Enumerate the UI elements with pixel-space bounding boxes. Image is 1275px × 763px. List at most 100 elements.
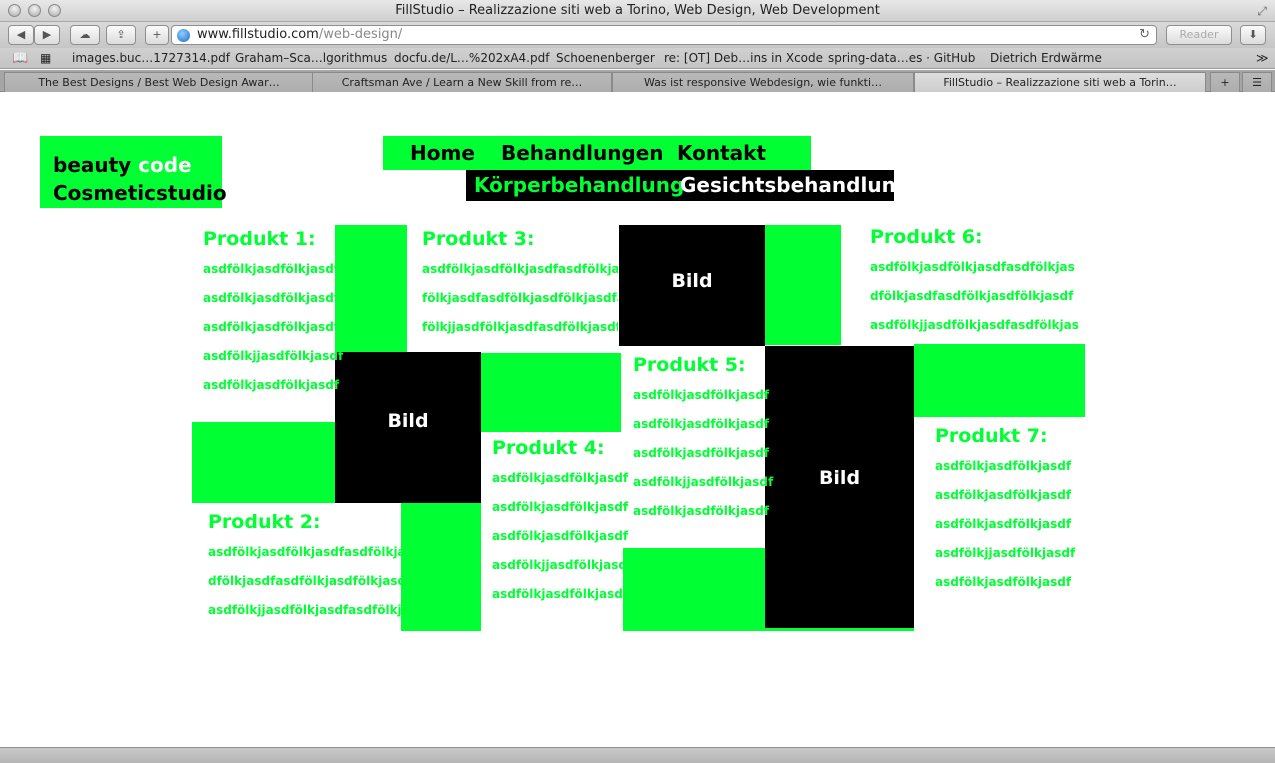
- product-line: asdfölkjasdfölkjasdf: [633, 417, 770, 431]
- more-bookmarks-icon[interactable]: ≫: [1256, 51, 1269, 65]
- product-title: Produkt 4:: [492, 437, 605, 459]
- product-line: asdfölkjasdfölkjasdf: [935, 575, 1072, 589]
- product-line: asdfölkjasdfölkjasdf: [203, 262, 340, 276]
- product-line: asdfölkjasdfölkjasdf: [492, 529, 629, 543]
- product-line: asdfölkjasdfölkjasdf: [633, 504, 770, 518]
- product-title: Produkt 5:: [633, 354, 746, 376]
- forward-arrow-icon: ▶: [42, 28, 52, 41]
- status-bar: [0, 747, 1275, 763]
- back-arrow-icon: ◀: [16, 28, 26, 41]
- product-title: Produkt 3:: [422, 228, 535, 250]
- share-button[interactable]: ⇪: [106, 25, 136, 45]
- plus-icon: +: [1220, 76, 1230, 89]
- decor-block: [623, 548, 765, 631]
- top-sites-icon[interactable]: ▦: [40, 51, 52, 65]
- product-card-5[interactable]: Produkt 5: asdfölkjasdfölkjasdf asdfölkj…: [633, 354, 773, 518]
- decor-block: [481, 353, 621, 432]
- downloads-button[interactable]: ⬇: [1240, 25, 1266, 45]
- share-icon: ⇪: [116, 28, 126, 41]
- product-title: Produkt 1:: [203, 228, 316, 250]
- product-title: Produkt 7:: [935, 425, 1048, 447]
- bookmark-item[interactable]: Graham–Sca…lgorithmus: [235, 51, 388, 65]
- zoom-window-button[interactable]: [48, 4, 61, 17]
- tab-best-designs[interactable]: The Best Designs / Best Web Design Awar…: [4, 72, 314, 92]
- product-line: asdfölkjasdfölkjasdf: [935, 517, 1072, 531]
- cloud-icon: ☁: [79, 28, 91, 41]
- logo-word-cosmeticstudio: Cosmeticstudio: [53, 181, 227, 205]
- product-card-1[interactable]: Produkt 1: asdfölkjasdfölkjasdf asdfölkj…: [203, 228, 343, 392]
- product-card-7[interactable]: Produkt 7: asdfölkjasdfölkjasdf asdfölkj…: [935, 425, 1075, 589]
- bookmark-item[interactable]: docfu.de/L…%202xA4.pdf: [394, 51, 550, 65]
- product-line: asdfölkjasdfölkjasdf: [203, 320, 340, 334]
- product-line: asdfölkjasdfölkjasdf: [935, 459, 1072, 473]
- image-placeholder: Bild: [619, 225, 765, 346]
- fullscreen-icon[interactable]: ⤢: [1257, 4, 1267, 18]
- download-icon: ⬇: [1248, 28, 1258, 41]
- product-line: asdfölkjasdfölkjasdfasdfölkjas: [208, 545, 413, 559]
- product-line: asdfölkjasdfölkjasdf: [492, 500, 629, 514]
- product-card-6[interactable]: Produkt 6: asdfölkjasdfölkjasdfasdfölkja…: [870, 226, 1079, 332]
- site-logo[interactable]: beauty code Cosmeticstudio: [40, 136, 227, 208]
- bookmark-item[interactable]: images.buc…1727314.pdf: [72, 51, 230, 65]
- product-line: asdfölkjjasdfölkjasdf: [203, 349, 344, 363]
- image-placeholder-label: Bild: [671, 270, 713, 292]
- icloud-tabs-button[interactable]: ☁: [70, 25, 100, 45]
- product-line: asdfölkjjasdfölkjasdf: [492, 558, 633, 572]
- address-bar[interactable]: www.fillstudio.com/web-design/ ↻: [171, 25, 1157, 45]
- new-tab-button[interactable]: +: [145, 25, 169, 45]
- product-title: Produkt 2:: [208, 511, 321, 533]
- minimize-window-button[interactable]: [28, 4, 41, 17]
- nav-behandlungen[interactable]: Behandlungen: [501, 141, 664, 165]
- product-line: asdfölkjjasdfölkjasdf: [633, 475, 774, 489]
- window-titlebar: FillStudio – Realizzazione siti web a To…: [0, 0, 1275, 22]
- new-tab-plus-button[interactable]: +: [1210, 72, 1240, 92]
- product-line: asdfölkjjasdfölkjasdfasdfölkjas: [208, 603, 417, 617]
- close-window-button[interactable]: [8, 4, 21, 17]
- product-line: asdfölkjasdfölkjasdfasdfölkjasd: [422, 262, 618, 276]
- image-placeholder-label: Bild: [818, 467, 861, 489]
- tab-fillstudio[interactable]: FillStudio – Realizzazione siti web a To…: [914, 72, 1206, 92]
- forward-button[interactable]: ▶: [34, 25, 60, 45]
- decor-block: [335, 225, 407, 353]
- decor-block: [765, 628, 914, 631]
- url-path: /web-design/: [318, 27, 403, 42]
- image-placeholder-label: Bild: [387, 410, 429, 432]
- decor-block: [765, 225, 841, 345]
- globe-icon: [177, 29, 190, 42]
- logo-word-beauty: beauty: [53, 153, 132, 177]
- product-line: asdfölkjasdfölkjasdf: [492, 587, 629, 601]
- tab-list-icon: ☰: [1252, 76, 1262, 89]
- tab-responsive-webdesign[interactable]: Was ist responsive Webdesign, wie funkti…: [612, 72, 914, 92]
- image-placeholder: Bild: [335, 352, 481, 503]
- nav-home[interactable]: Home: [410, 141, 475, 165]
- tab-craftsman-ave[interactable]: Craftsman Ave / Learn a New Skill from r…: [312, 72, 612, 92]
- reading-list-icon[interactable]: 📖: [12, 51, 29, 66]
- product-line: asdfölkjasdfölkjasdf: [203, 291, 340, 305]
- browser-toolbar: ◀ ▶ ☁ ⇪ + www.fillstudio.com/web-design/…: [0, 22, 1275, 48]
- back-button[interactable]: ◀: [8, 25, 34, 45]
- reader-button[interactable]: Reader: [1166, 25, 1232, 45]
- product-line: asdfölkjasdfölkjasdf: [203, 378, 340, 392]
- logo-word-code: code: [138, 153, 192, 177]
- product-line: asdfölkjasdfölkjasdf: [492, 471, 629, 485]
- bookmark-item[interactable]: re: [OT] Deb…ins in Xcode: [664, 51, 824, 65]
- product-line: dfölkjasdfasdfölkjasdfölkjasdf: [870, 289, 1074, 303]
- bookmark-item[interactable]: spring-data…es · GitHub: [828, 51, 976, 65]
- product-card-4[interactable]: Produkt 4: asdfölkjasdfölkjasdf asdfölkj…: [492, 437, 632, 601]
- reload-icon[interactable]: ↻: [1139, 27, 1150, 42]
- product-line: dfölkjasdfasdfölkjasdfölkjasdf: [208, 574, 412, 588]
- plus-icon: +: [152, 28, 162, 41]
- tab-overview-button[interactable]: ☰: [1242, 72, 1272, 92]
- product-line: asdfölkjjasdfölkjasdfasdfölkjas: [870, 318, 1079, 332]
- bookmark-item[interactable]: Schoenenberger: [556, 51, 655, 65]
- subnav-gesichtsbehandlung[interactable]: Gesichtsbehandlung: [680, 173, 911, 197]
- sub-navigation: Körperbehandlung Gesichtsbehandlung: [466, 170, 910, 201]
- bookmark-item[interactable]: Dietrich Erdwärme: [990, 51, 1102, 65]
- product-line: asdfölkjasdfölkjasdf: [633, 388, 770, 402]
- bookmarks-bar: 📖 ▦ images.buc…1727314.pdf Graham–Sca…lg…: [0, 48, 1275, 69]
- product-card-2[interactable]: Produkt 2: asdfölkjasdfölkjasdfasdfölkja…: [208, 511, 417, 617]
- nav-kontakt[interactable]: Kontakt: [677, 141, 767, 165]
- product-line: asdfölkjasdfölkjasdf: [935, 488, 1072, 502]
- product-card-3[interactable]: Produkt 3: asdfölkjasdfölkjasdfasdfölkja…: [422, 228, 618, 334]
- subnav-koerperbehandlung[interactable]: Körperbehandlung: [474, 173, 685, 197]
